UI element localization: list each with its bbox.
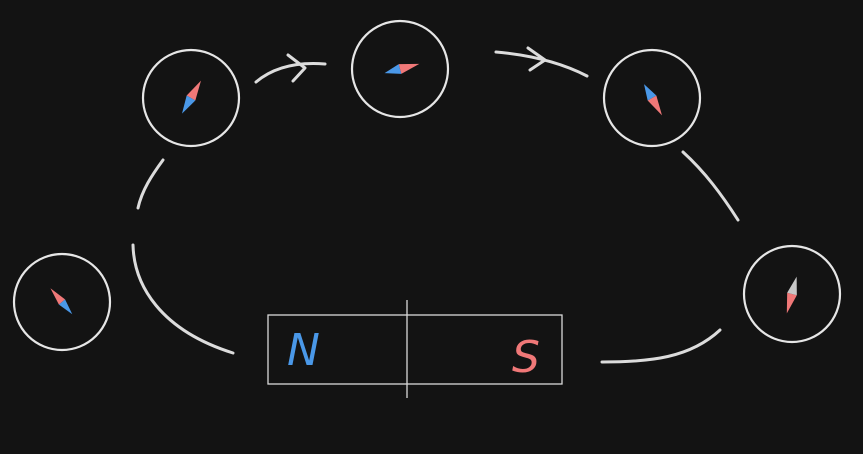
field-line-right-lower: [600, 328, 722, 364]
field-line-right-upper: [681, 150, 740, 222]
compass-needle-icon: [50, 288, 73, 315]
compass-ring: [602, 48, 702, 148]
compass-needle-icon: [182, 80, 201, 114]
compass-ring: [141, 48, 241, 148]
field-arrow-top-left: [286, 53, 307, 83]
compass-upper-left: [141, 48, 241, 148]
compass-ring: [350, 19, 450, 119]
compass-upper-right: [602, 48, 702, 148]
field-line-left-upper: [136, 158, 165, 210]
compass-right: [742, 244, 842, 344]
field-line-top-left: [254, 62, 327, 84]
compass-needle-icon: [384, 63, 420, 74]
south-pole-label: S: [512, 332, 540, 383]
north-pole-label: N: [287, 325, 320, 376]
compass-left: [12, 252, 112, 352]
field-arrow-top-right: [526, 46, 547, 72]
field-line-left-lower: [131, 243, 235, 355]
compass-ring: [742, 244, 842, 344]
compass-ring: [12, 252, 112, 352]
compass-needle-icon: [644, 84, 662, 116]
compass-top: [350, 19, 450, 119]
bar-magnet: [267, 314, 563, 385]
compass-needle-icon: [786, 276, 797, 314]
